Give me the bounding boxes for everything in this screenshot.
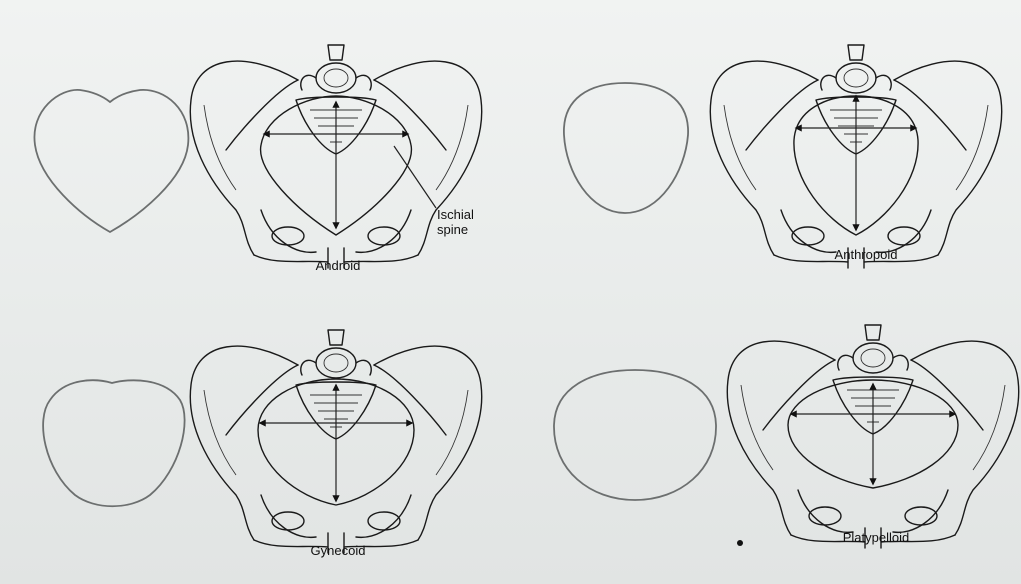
- anthropoid-pelvis: [710, 45, 1001, 268]
- platypelloid-inlet-outline: [554, 370, 716, 500]
- platypelloid-pelvis: [727, 325, 1018, 548]
- callout-line-2: spine: [437, 222, 474, 237]
- platypelloid-label: Platypelloid: [843, 530, 910, 545]
- ink-dot: [737, 540, 743, 546]
- gynecoid-pelvis: [190, 330, 481, 553]
- anthropoid-inlet-outline: [564, 83, 688, 213]
- ischial-spine-callout: Ischial spine: [437, 207, 474, 237]
- anthropoid-label: Anthropoid: [835, 247, 898, 262]
- android-label: Android: [316, 258, 361, 273]
- gynecoid-inlet-outline: [43, 380, 184, 506]
- callout-line-1: Ischial: [437, 207, 474, 222]
- android-inlet-outline: [34, 90, 188, 232]
- gynecoid-label: Gynecoid: [311, 543, 366, 558]
